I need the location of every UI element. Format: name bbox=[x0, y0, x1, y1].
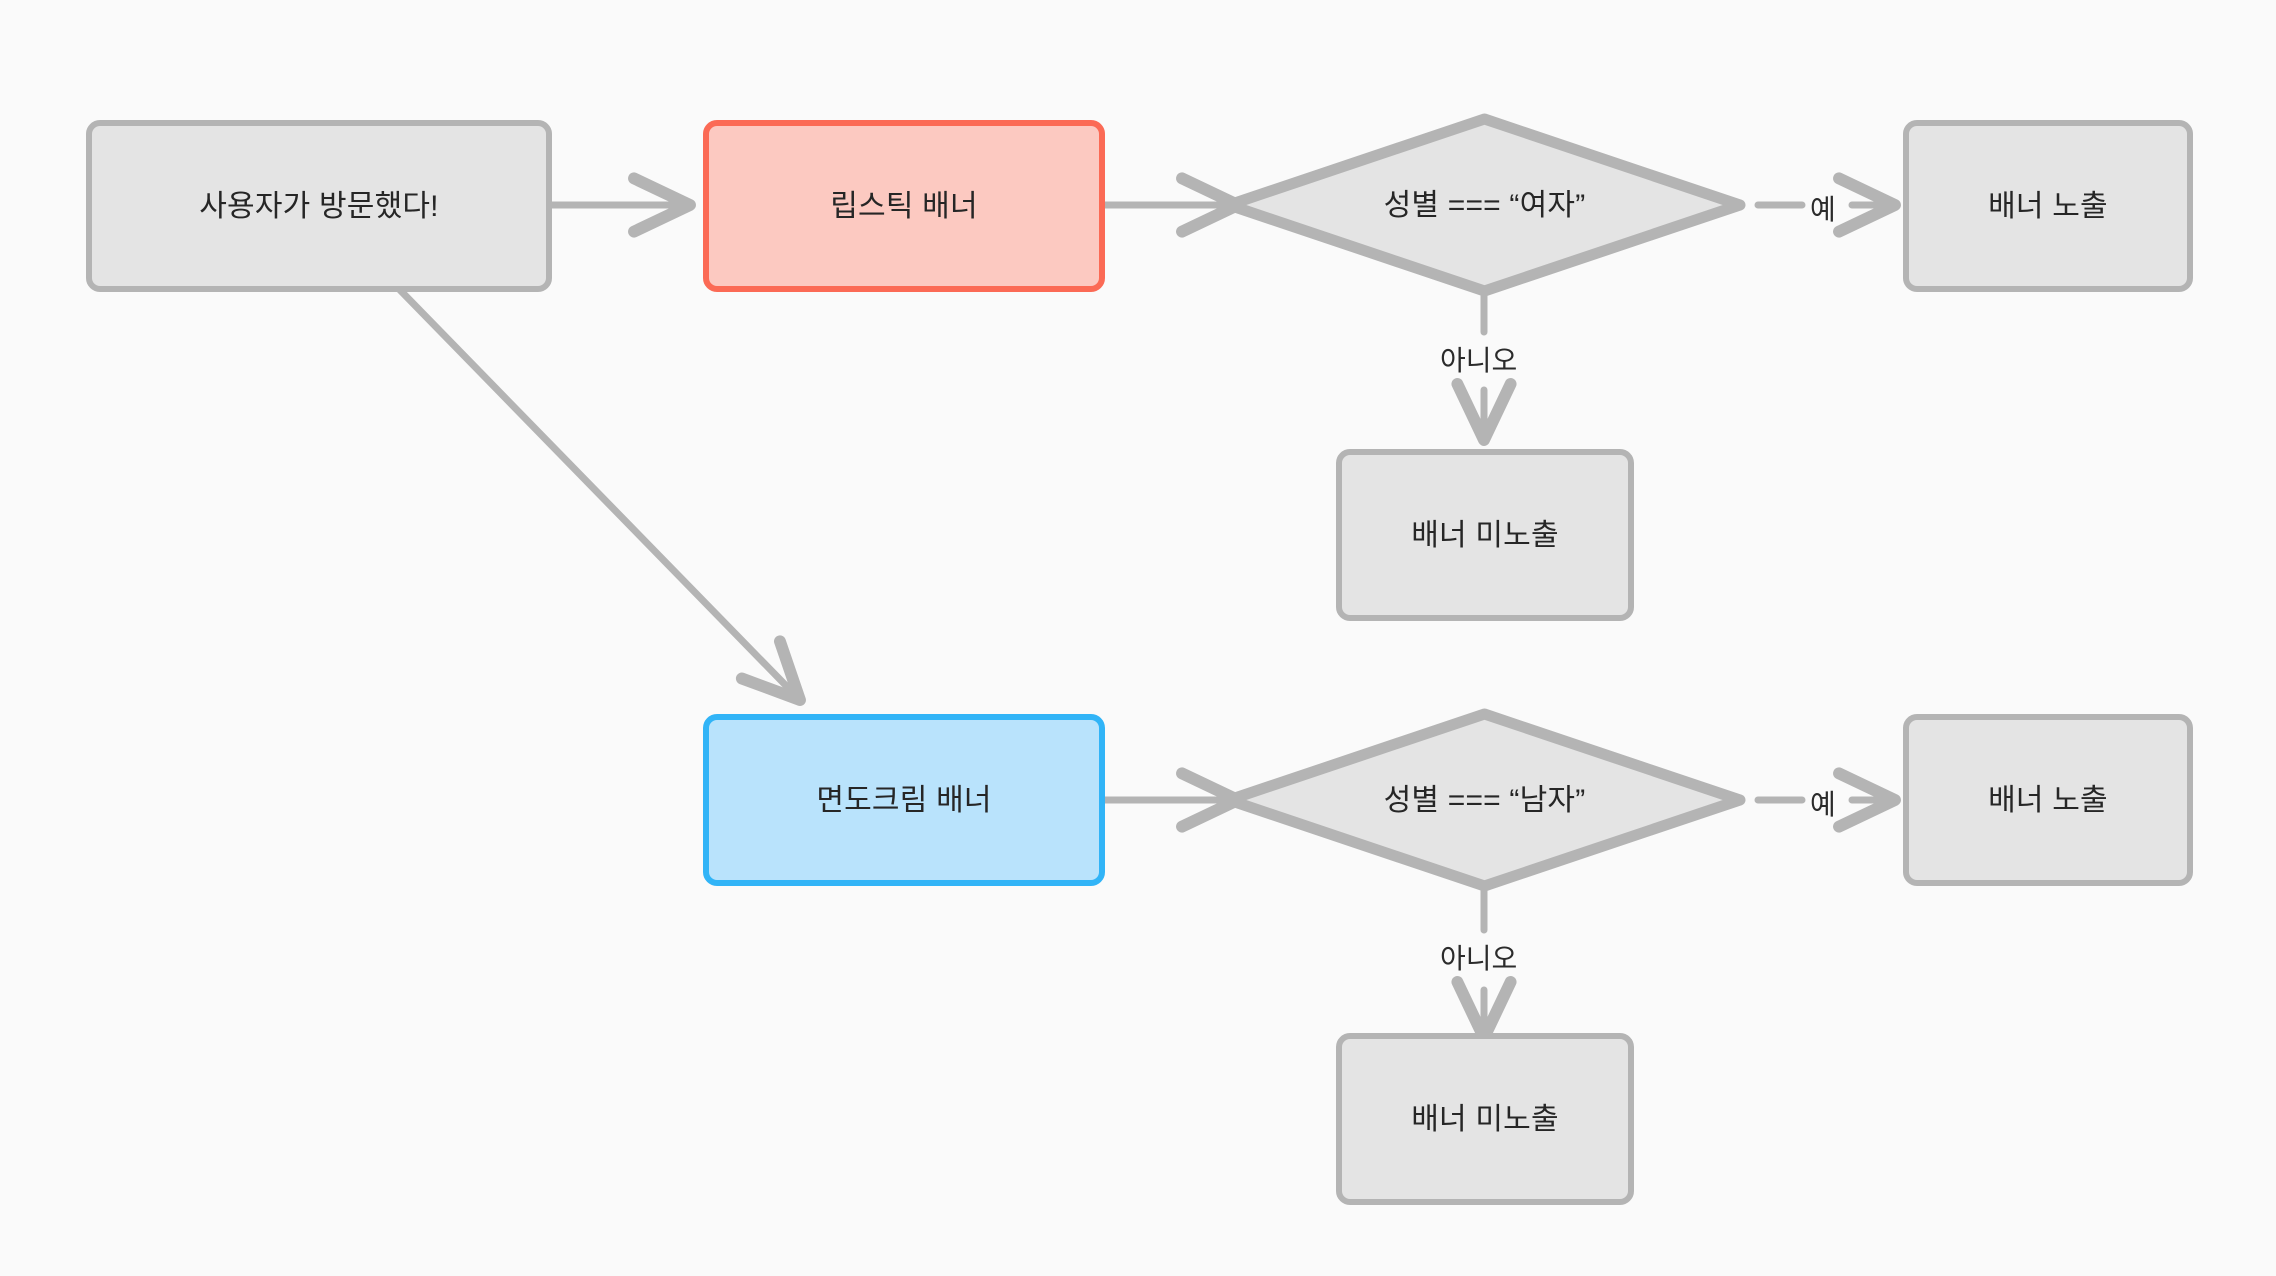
node-start-label: 사용자가 방문했다! bbox=[199, 189, 439, 223]
node-show-banner-female-label: 배너 노출 bbox=[1988, 189, 2108, 223]
node-show-banner-male-label: 배너 노출 bbox=[1988, 783, 2108, 817]
node-hide-banner-female-label: 배너 미노출 bbox=[1411, 518, 1559, 552]
node-hide-banner-male[interactable]: 배너 미노출 bbox=[1336, 1033, 1634, 1205]
node-lipstick-banner-label: 립스틱 배너 bbox=[830, 189, 978, 223]
node-shaving-cream-banner[interactable]: 면도크림 배너 bbox=[703, 714, 1105, 886]
diamond-shape-female bbox=[1223, 113, 1746, 297]
edge-label-no-male: 아니오 bbox=[1440, 943, 1518, 974]
node-shaving-cream-banner-label: 면도크림 배너 bbox=[816, 783, 992, 817]
edge-label-yes-male: 예 bbox=[1810, 789, 1836, 820]
node-hide-banner-female[interactable]: 배너 미노출 bbox=[1336, 449, 1634, 621]
edge-label-yes-female: 예 bbox=[1810, 194, 1836, 225]
node-lipstick-banner[interactable]: 립스틱 배너 bbox=[703, 120, 1105, 292]
node-start[interactable]: 사용자가 방문했다! bbox=[86, 120, 552, 292]
node-condition-male[interactable]: 성별 === “남자” bbox=[1222, 707, 1747, 893]
diamond-shape-male bbox=[1223, 708, 1746, 892]
node-condition-male-label: 성별 === “남자” bbox=[1383, 783, 1586, 817]
node-show-banner-male[interactable]: 배너 노출 bbox=[1903, 714, 2193, 886]
node-condition-female[interactable]: 성별 === “여자” bbox=[1222, 112, 1747, 298]
edge-label-no-female: 아니오 bbox=[1440, 345, 1518, 376]
edge-start-to-shaving bbox=[396, 286, 806, 706]
node-condition-female-label: 성별 === “여자” bbox=[1383, 188, 1586, 222]
node-show-banner-female[interactable]: 배너 노출 bbox=[1903, 120, 2193, 292]
node-hide-banner-male-label: 배너 미노출 bbox=[1411, 1102, 1559, 1136]
